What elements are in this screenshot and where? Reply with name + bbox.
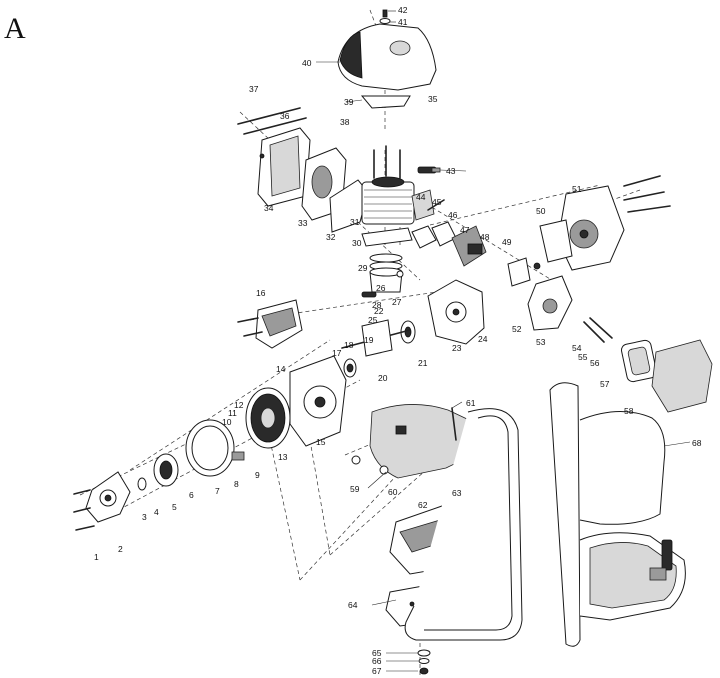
part-number-label: 39 <box>344 97 354 107</box>
part-number-label: 68 <box>692 438 702 448</box>
part-number-label: 35 <box>428 94 438 104</box>
crankcase <box>400 279 485 345</box>
part-number-label: 55 <box>578 352 588 362</box>
part-number-label: 51 <box>572 184 582 194</box>
part-number-label: 11 <box>228 408 237 418</box>
part-number-label: 27 <box>392 297 402 307</box>
part-number-label: 5 <box>172 502 177 512</box>
part-number-label: 64 <box>348 600 358 610</box>
part-number-label: 23 <box>452 343 462 353</box>
part-number-label: 54 <box>572 343 582 353</box>
part-number-label: 17 <box>332 348 342 358</box>
part-number-label: 12 <box>234 400 244 410</box>
part-number-label: 26 <box>376 283 386 293</box>
right-side-housing <box>507 175 671 343</box>
part-number-label: 53 <box>536 337 546 347</box>
part-number-label: 24 <box>478 334 488 344</box>
flywheel <box>245 387 291 449</box>
clutch-housing <box>185 419 245 477</box>
part-number-label: 66 <box>372 656 382 666</box>
part-number-label: 67 <box>372 666 382 676</box>
starter-drum <box>137 453 179 491</box>
part-number-label: 42 <box>398 5 408 15</box>
part-number-label: 52 <box>512 324 522 334</box>
part-number-label: 30 <box>352 238 362 248</box>
crankshaft <box>341 319 411 378</box>
flywheel-housing <box>289 355 347 447</box>
filter-pad-and-cover <box>620 339 713 413</box>
part-number-label: 18 <box>344 340 354 350</box>
part-number-label: 25 <box>368 315 378 325</box>
part-number-label: 40 <box>302 58 312 68</box>
air-filter-assembly <box>237 107 369 233</box>
part-number-label: 2 <box>118 544 123 554</box>
part-number-label: 34 <box>264 203 274 213</box>
part-number-label: 37 <box>249 84 259 94</box>
part-number-label: 32 <box>326 232 336 242</box>
part-number-label: 38 <box>340 117 350 127</box>
part-number-label: 31 <box>350 217 360 227</box>
part-number-label: 59 <box>350 484 360 494</box>
side-cover <box>237 299 303 349</box>
carburetor-assembly <box>411 199 487 267</box>
part-number-labels: 1 2 3 4 5 6 7 8 9 10 11 12 13 14 15 16 1… <box>94 5 702 676</box>
part-number-label: 13 <box>278 452 288 462</box>
part-number-label: 29 <box>358 263 368 273</box>
part-number-label: 16 <box>256 288 266 298</box>
part-number-label: 41 <box>398 17 408 27</box>
part-number-label: 6 <box>189 490 194 500</box>
part-number-label: 57 <box>600 379 610 389</box>
part-number-label: 47 <box>460 225 470 235</box>
part-number-label: 10 <box>222 417 232 427</box>
part-number-label: 33 <box>298 218 308 228</box>
part-number-label: 44 <box>416 192 426 202</box>
part-number-label: 9 <box>255 470 260 480</box>
part-number-label: 15 <box>316 437 326 447</box>
part-number-label: 8 <box>234 479 239 489</box>
part-number-label: 4 <box>154 507 159 517</box>
cylinder <box>361 145 435 247</box>
part-number-label: 49 <box>502 237 512 247</box>
leader-lines <box>316 10 691 672</box>
part-number-label: 65 <box>372 648 382 658</box>
part-number-label: 21 <box>418 358 428 368</box>
part-number-label: 46 <box>448 210 458 220</box>
part-number-label: 45 <box>432 197 442 207</box>
part-number-label: 20 <box>378 373 388 383</box>
part-number-label: 63 <box>452 488 462 498</box>
part-number-label: 61 <box>466 398 476 408</box>
part-number-label: 50 <box>536 206 546 216</box>
engine-cover <box>337 9 437 109</box>
part-number-label: 19 <box>364 335 374 345</box>
part-number-label: 22 <box>374 306 384 316</box>
part-number-label: 43 <box>446 166 456 176</box>
part-number-label: 14 <box>276 364 286 374</box>
part-number-label: 62 <box>418 500 428 510</box>
piston-assembly <box>361 253 404 298</box>
part-number-label: 58 <box>624 406 634 416</box>
part-number-label: 28 <box>372 300 382 310</box>
part-number-label: 56 <box>590 358 600 368</box>
panel-letter: A <box>4 12 26 45</box>
part-number-label: 48 <box>480 232 490 242</box>
part-number-label: 3 <box>142 512 147 522</box>
part-number-label: 36 <box>280 111 290 121</box>
part-number-label: 7 <box>215 486 220 496</box>
backpack-frame <box>404 382 686 647</box>
part-number-label: 60 <box>388 487 398 497</box>
starter-pulley <box>73 471 131 531</box>
part-number-label: 1 <box>94 552 99 562</box>
spark-plug <box>417 166 441 174</box>
